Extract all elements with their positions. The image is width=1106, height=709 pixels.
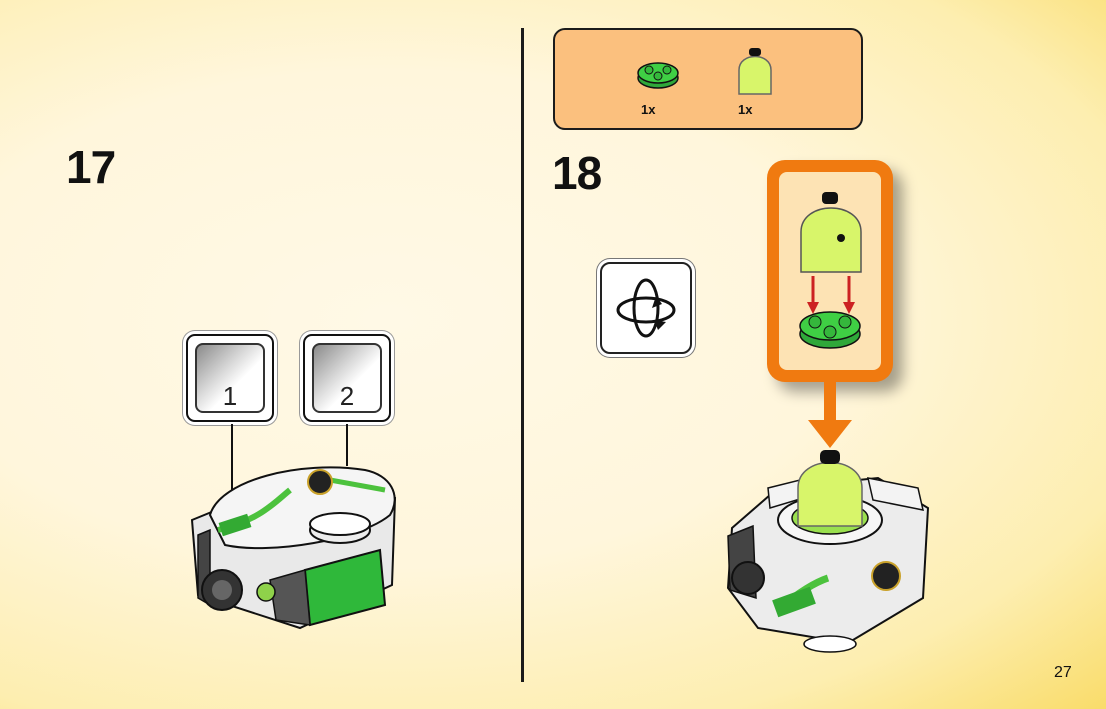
parts-list-box: 1x 1x	[553, 28, 863, 130]
rotate-model-icon	[612, 274, 680, 342]
rotate-model-box	[600, 262, 692, 354]
step-17-model	[180, 420, 420, 640]
part-quantity: 1x	[641, 102, 655, 117]
part-quantity: 1x	[738, 102, 752, 117]
step-divider	[521, 28, 524, 682]
step-18-number: 18	[552, 146, 601, 200]
trans-lime-dome-icon	[735, 46, 775, 98]
callout-inner-panel	[779, 172, 881, 370]
sticker-number: 1	[188, 381, 272, 412]
step-17-number: 17	[66, 140, 115, 194]
step-18-model	[718, 448, 938, 653]
sticker-callout-1: 1	[186, 334, 274, 422]
green-round-plate-icon	[635, 58, 681, 92]
page-number: 27	[1054, 664, 1072, 682]
dome-to-plate-assembly	[779, 172, 881, 370]
down-arrow-icon	[806, 380, 854, 450]
sub-assembly-callout	[767, 160, 893, 382]
sticker-callout-2: 2	[303, 334, 391, 422]
sticker-number: 2	[305, 381, 389, 412]
